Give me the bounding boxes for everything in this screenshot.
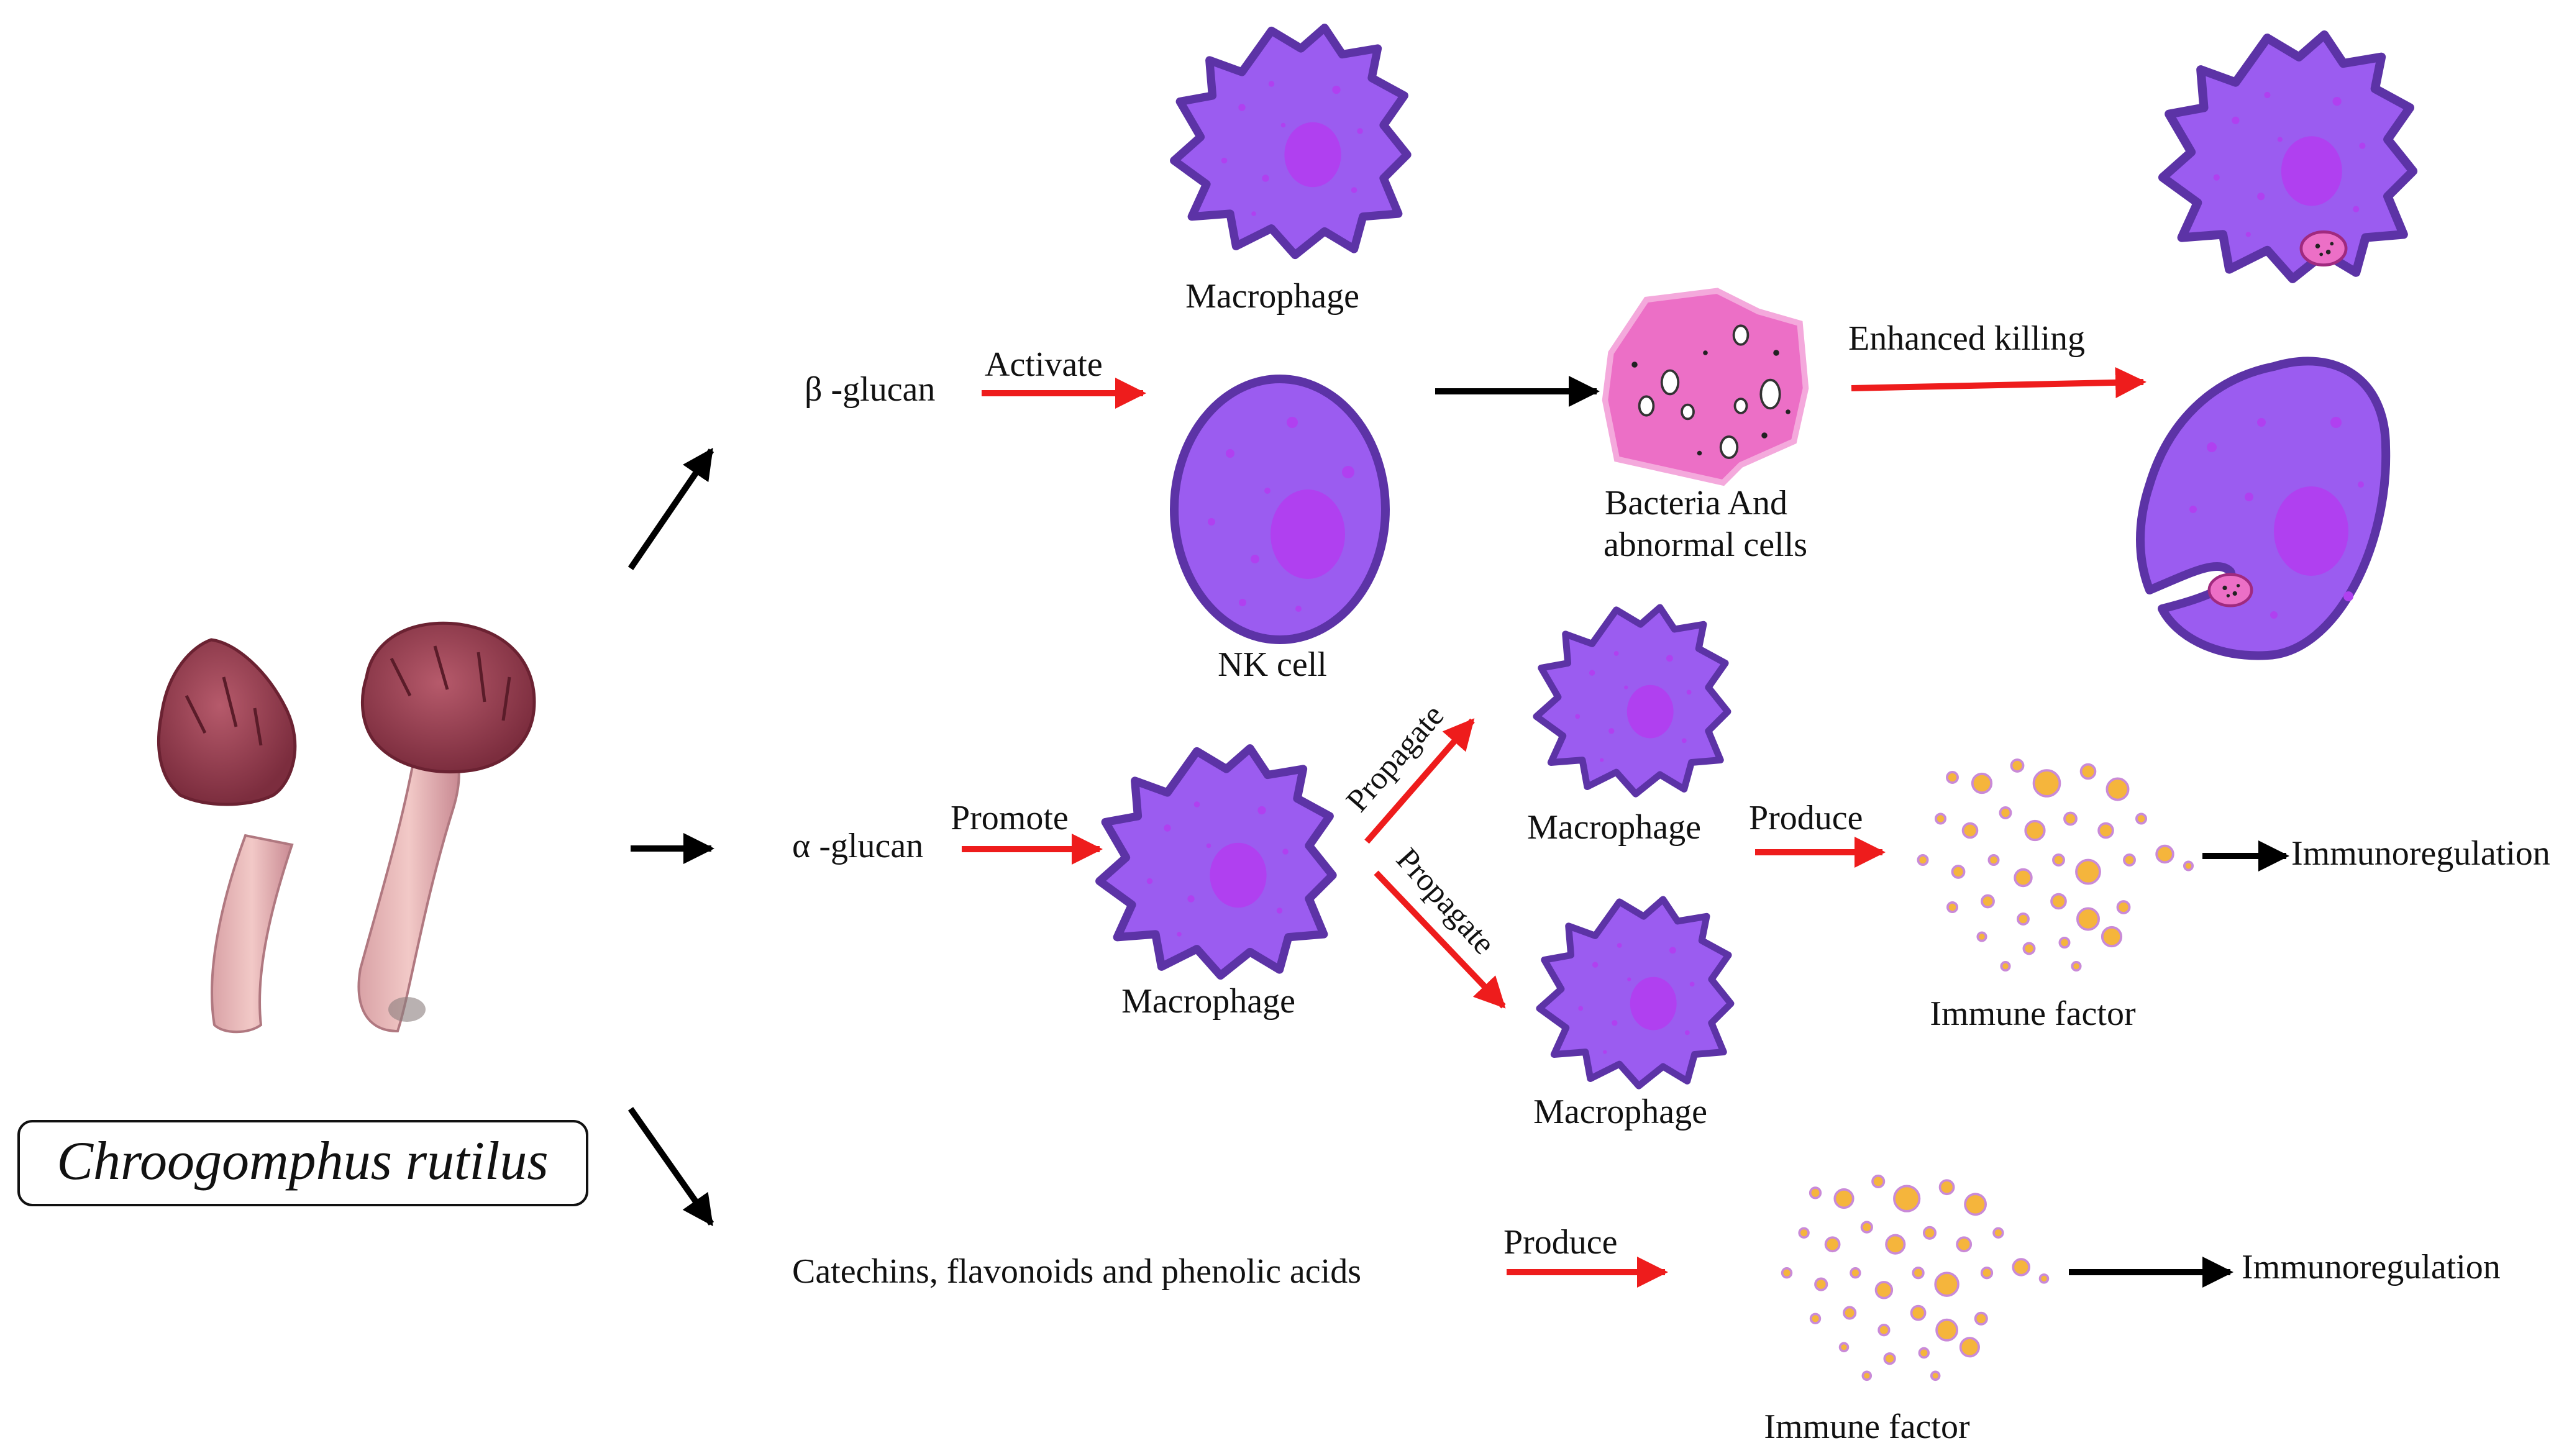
enhanced-killing-label: Enhanced killing: [1848, 319, 2085, 358]
immunoregulation-label-phenolic: Immunoregulation: [2242, 1248, 2501, 1286]
arrow-to-phenolic: [627, 1107, 714, 1227]
species-name: Chroogomphus rutilus: [57, 1131, 548, 1191]
nk-cell: [1174, 379, 1385, 640]
macrophage-up-label: Macrophage: [1527, 808, 1701, 847]
immune-factor-cloud-alpha: [1917, 758, 2194, 972]
macrophage-down-label: Macrophage: [1533, 1093, 1707, 1131]
immune-factor-label-alpha: Immune factor: [1930, 994, 2136, 1033]
immune-factor-label-phenolic: Immune factor: [1764, 1408, 1970, 1446]
propagate-arrow-down: [1374, 870, 1506, 1009]
nk-cell-engulfing: [2136, 357, 2391, 660]
propagate-arrow-up: [1364, 718, 1475, 844]
activate-label: Activate: [985, 345, 1103, 384]
bacteria-label-line2: abnormal cells: [1604, 526, 1807, 564]
immune-factor-cloud-phenolic: [1781, 1174, 2050, 1381]
bacteria-label-line1: Bacteria And: [1605, 484, 1787, 522]
phenolic-label: Catechins, flavonoids and phenolic acids: [792, 1252, 1361, 1291]
mushroom-image: [157, 621, 536, 1034]
killing-arrow: [1851, 366, 2147, 398]
macrophage-alpha-label: Macrophage: [1121, 982, 1295, 1021]
macrophage-cell-down: [1540, 899, 1731, 1086]
promote-label: Promote: [951, 799, 1069, 837]
species-label-box: Chroogomphus rutilus: [17, 1120, 588, 1206]
macrophage-engulfing: [2163, 35, 2413, 279]
macrophage-beta-label: Macrophage: [1185, 277, 1359, 316]
arrow-to-beta: [627, 447, 714, 570]
alpha-glucan-label: α -glucan: [792, 827, 923, 865]
macrophage-cell-up: [1536, 607, 1728, 794]
immunoregulation-label-alpha: Immunoregulation: [2291, 834, 2550, 873]
macrophage-cell-alpha: [1100, 748, 1333, 976]
beta-glucan-label: β -glucan: [805, 370, 935, 409]
propagate-label-up: Propagate: [1339, 698, 1451, 819]
bacteria-cell: [1605, 291, 1806, 483]
produce-label-alpha: Produce: [1749, 799, 1863, 837]
nk-cell-label: NK cell: [1218, 645, 1327, 684]
macrophage-cell-beta: [1174, 28, 1407, 255]
produce-label-phenolic: Produce: [1503, 1223, 1618, 1262]
